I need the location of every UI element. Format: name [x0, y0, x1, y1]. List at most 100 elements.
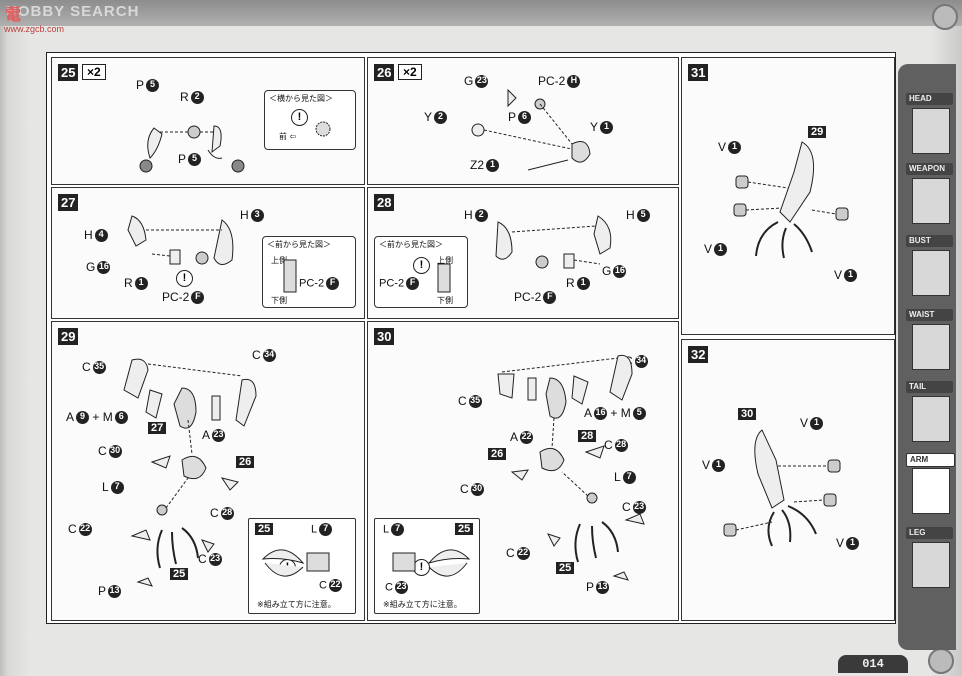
part-drawing	[471, 88, 591, 171]
quantity-multiplier: ×2	[82, 64, 106, 80]
caution-note: ※組み立て方に注意。	[257, 600, 336, 609]
corner-bolt-icon	[932, 4, 958, 30]
step-number: 25	[58, 64, 79, 81]
warning-icon: !	[413, 257, 430, 274]
part-drawing	[139, 125, 245, 173]
tab-arm[interactable]: ARM	[902, 452, 955, 524]
step-number: 27	[58, 194, 79, 211]
tab-waist[interactable]: WAIST	[902, 308, 954, 380]
part-drawing	[495, 215, 612, 269]
claw-detail-drawing	[261, 549, 330, 577]
part-icon	[283, 259, 297, 293]
section-sidebar: HEAD WEAPON BUST WAIST TAIL ARM LEG	[898, 64, 956, 650]
step-number: 32	[688, 346, 709, 363]
quantity-multiplier: ×2	[398, 64, 422, 80]
tab-weapon[interactable]: WEAPON	[902, 162, 954, 234]
tab-tail[interactable]: TAIL	[902, 380, 954, 452]
subassembly-label: 25	[556, 562, 575, 574]
page-number: 014	[838, 655, 908, 673]
leg-claw-drawing	[497, 354, 645, 581]
caution-note: ※組み立て方に注意。	[383, 600, 462, 609]
waist-thumbnail	[912, 324, 950, 370]
step-number: 28	[374, 194, 395, 211]
leg-claw-drawing	[123, 358, 257, 587]
detail-callout: 25 L7 C22 ! ※組み立て方に注意。	[248, 518, 356, 614]
tail-thumbnail	[912, 396, 950, 442]
warning-icon: !	[291, 109, 308, 126]
subassembly-label: 26	[488, 448, 507, 460]
part-icon	[437, 263, 451, 293]
subassembly-label: 30	[738, 408, 757, 420]
part-drawing	[127, 215, 234, 265]
subassembly-label: 26	[236, 456, 255, 468]
tab-bust[interactable]: BUST	[902, 234, 954, 306]
subassembly-label: 25	[170, 568, 189, 580]
head-thumbnail	[912, 108, 950, 154]
watermark-url: www.zgcb.com	[4, 24, 65, 34]
weapon-thumbnail	[912, 178, 950, 224]
claw-detail-drawing	[392, 549, 471, 577]
logo-text: HOBBY SEARCH	[6, 3, 140, 20]
bust-thumbnail	[912, 250, 950, 296]
arm-drawing	[723, 429, 841, 547]
arm-drawing	[733, 141, 849, 259]
corner-bolt-icon	[928, 648, 954, 674]
step-number: 31	[688, 64, 709, 81]
watermark: 電	[5, 5, 22, 24]
step-number: 29	[58, 328, 79, 345]
arm-thumbnail	[912, 468, 950, 514]
subassembly-label: 29	[808, 126, 827, 138]
tab-head[interactable]: HEAD	[902, 92, 954, 164]
tab-leg[interactable]: LEG	[902, 526, 954, 598]
subassembly-label: 28	[578, 430, 597, 442]
step-number: 26	[374, 64, 395, 81]
